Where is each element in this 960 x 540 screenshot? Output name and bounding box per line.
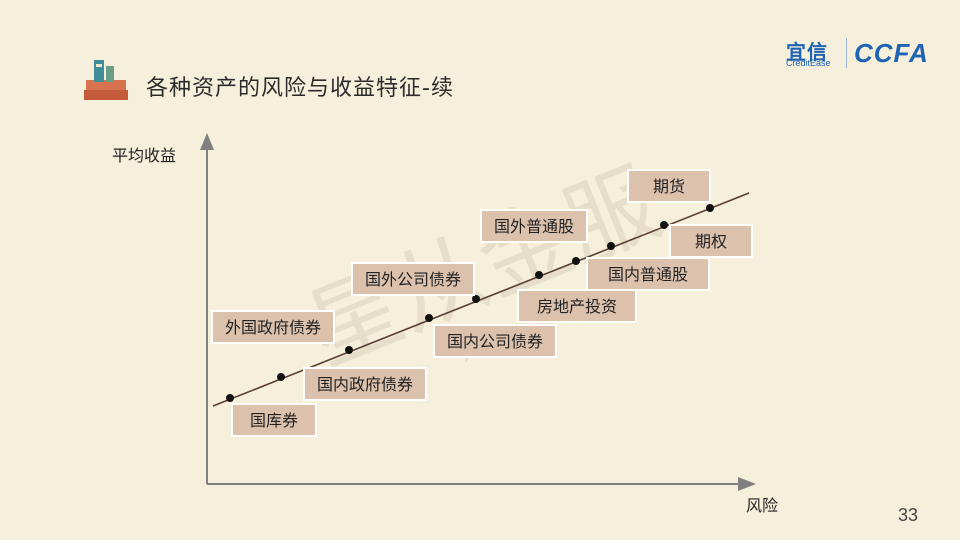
asset-label: 期权 — [669, 224, 753, 258]
logo-divider — [846, 38, 847, 68]
books-icon — [84, 60, 128, 100]
logo-ccfa: CCFA — [854, 38, 929, 68]
asset-label: 国库券 — [231, 403, 317, 437]
x-axis-arrow — [738, 477, 756, 491]
asset-label-text: 国内普通股 — [608, 265, 688, 284]
page-number: 33 — [898, 505, 919, 525]
asset-label: 外国政府债券 — [211, 310, 335, 344]
asset-point — [660, 221, 668, 229]
asset-point — [706, 204, 714, 212]
asset-label: 国外公司债券 — [351, 262, 475, 296]
asset-label: 国内公司债券 — [433, 324, 557, 358]
asset-label-box — [433, 324, 557, 358]
asset-label-box — [231, 403, 317, 437]
asset-label-box — [351, 262, 475, 296]
asset-label-box — [586, 257, 710, 291]
x-axis-label: 风险 — [746, 496, 778, 515]
y-axis-arrow — [200, 133, 214, 150]
asset-point — [226, 394, 234, 402]
asset-label-box — [627, 169, 711, 203]
asset-point — [425, 314, 433, 322]
slide-title: 各种资产的风险与收益特征-续 — [146, 76, 454, 101]
asset-point — [472, 295, 480, 303]
asset-label-text: 国库券 — [250, 411, 298, 430]
company-logo: 宜信 CreditEase CCFA — [786, 36, 936, 70]
asset-label-box — [211, 310, 335, 344]
asset-label-box — [669, 224, 753, 258]
asset-label: 房地产投资 — [517, 289, 637, 323]
asset-label: 国外普通股 — [480, 209, 588, 243]
asset-label-text: 国外公司债券 — [365, 270, 461, 289]
logo-brand-cn: 宜信 — [786, 40, 828, 64]
asset-label-box — [517, 289, 637, 323]
asset-point — [535, 271, 543, 279]
logo-brand-en: CreditEase — [786, 58, 831, 68]
asset-point — [607, 242, 615, 250]
asset-points — [226, 204, 714, 402]
asset-label-box — [303, 367, 427, 401]
asset-label-text: 期权 — [695, 232, 727, 251]
asset-point — [277, 373, 285, 381]
asset-label-text: 期货 — [653, 177, 685, 196]
asset-point — [345, 346, 353, 354]
risk-return-line — [212, 192, 750, 407]
asset-label: 国内普通股 — [586, 257, 710, 291]
axes — [200, 133, 756, 491]
asset-label-text: 外国政府债券 — [225, 318, 321, 337]
asset-label: 国内政府债券 — [303, 367, 427, 401]
asset-label: 期货 — [627, 169, 711, 203]
asset-label-text: 房地产投资 — [537, 297, 617, 316]
asset-point — [572, 257, 580, 265]
asset-label-text: 国内政府债券 — [317, 375, 413, 394]
asset-label-box — [480, 209, 588, 243]
y-axis-label: 平均收益 — [112, 146, 176, 165]
asset-label-text: 国外普通股 — [494, 217, 574, 236]
asset-label-text: 国内公司债券 — [447, 332, 543, 351]
